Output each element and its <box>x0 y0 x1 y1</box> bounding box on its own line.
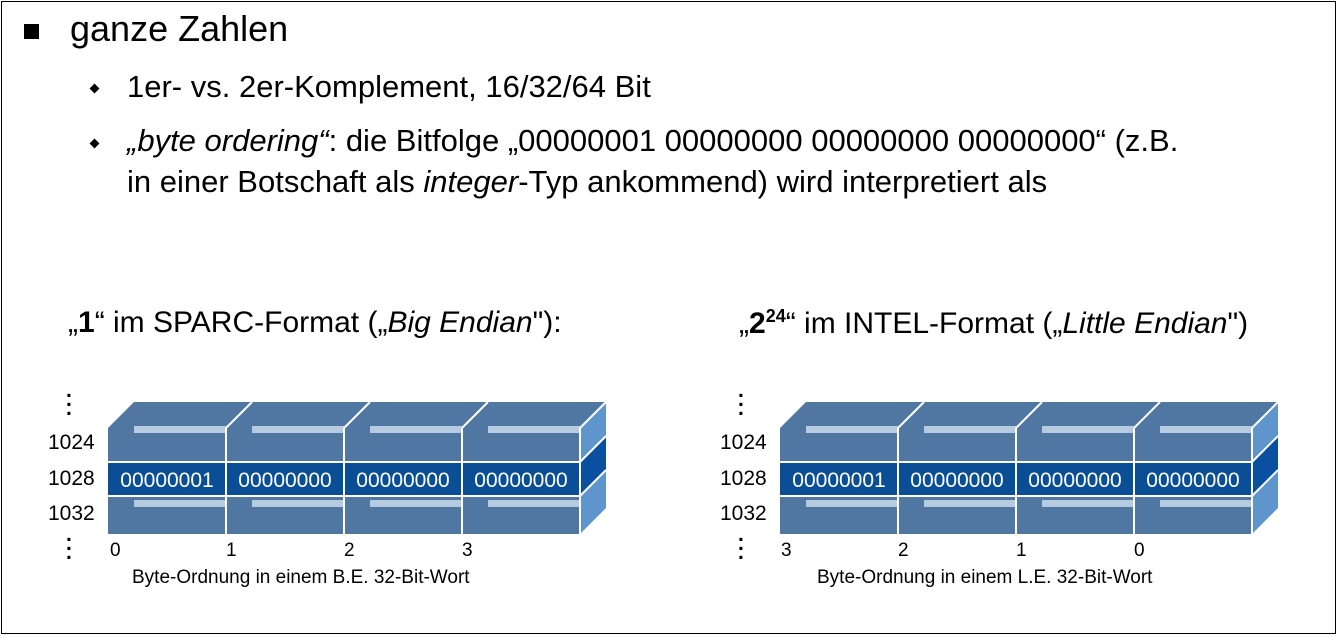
big-endian-top-divider <box>225 401 253 429</box>
caption-format: Big Endian <box>387 306 533 339</box>
big-endian-cell-value: 00000000 <box>356 469 449 492</box>
bitfolge-text: : die Bitfolge „00000001 00000000 000000… <box>328 123 1179 158</box>
address-1032: 1032 <box>48 502 95 525</box>
little-endian-stripe-lower <box>1160 500 1252 507</box>
line2-text-a: in einer Botschaft als <box>127 164 424 199</box>
big-endian-stripe-lower <box>370 500 462 507</box>
ellipsis-top: ... <box>738 379 744 420</box>
big-endian-cell-value: 00000001 <box>120 469 213 492</box>
big-endian-stripe-upper <box>134 426 226 433</box>
byte-index: 0 <box>1134 540 1145 561</box>
big-endian-stripe-upper <box>252 426 344 433</box>
little-endian-stripe-upper <box>1042 426 1134 433</box>
little-endian-stripe-lower <box>1042 500 1134 507</box>
little-endian-top-divider <box>1133 401 1161 429</box>
byte-index: 3 <box>462 540 473 561</box>
little-endian-stripe-upper <box>1160 426 1252 433</box>
caption-quote: „ <box>68 306 78 339</box>
ellipsis-bottom: ... <box>738 523 744 564</box>
byte-index: 2 <box>344 540 355 561</box>
big-endian-stripe-lower <box>134 500 226 507</box>
big-endian-cell-value: 00000000 <box>238 469 331 492</box>
byte-ordering-term: „byte ordering“ <box>127 123 329 158</box>
big-endian-stripe-lower <box>488 500 580 507</box>
heading: ganze Zahlen <box>70 8 289 49</box>
line2-text-b: -Typ ankommend) wird interpretiert als <box>518 164 1048 199</box>
big-endian-side-word <box>580 436 606 496</box>
byte-index: 3 <box>781 540 792 561</box>
big-endian-edge-top <box>579 401 607 429</box>
integer-term: integer <box>423 164 519 199</box>
bullet-byte-ordering-line2: in einer Botschaft als integer-Typ ankom… <box>127 164 1047 200</box>
little-endian-stripe-upper <box>924 426 1016 433</box>
address-1028: 1028 <box>48 467 95 490</box>
little-endian-side-upper <box>1252 402 1278 462</box>
caption-close: "): <box>532 306 562 339</box>
byte-index: 1 <box>226 540 237 561</box>
caption-base: 2 <box>749 307 766 340</box>
big-endian-top-divider <box>343 401 371 429</box>
big-endian-side-upper <box>580 402 606 462</box>
bullet-square-icon <box>24 24 39 39</box>
caption-quote: „ <box>739 307 749 340</box>
little-endian-side-lower <box>1252 470 1278 534</box>
big-endian-top-divider <box>461 401 489 429</box>
big-endian-stripe-upper <box>488 426 580 433</box>
address-1032: 1032 <box>720 502 767 525</box>
address-1024: 1024 <box>720 431 767 454</box>
big-endian-stripe-upper <box>370 426 462 433</box>
little-endian-cell-value: 00000001 <box>792 469 885 492</box>
caption-text: “ im INTEL-Format („ <box>785 307 1063 340</box>
big-endian-side-lower <box>580 470 606 534</box>
little-endian-stripe-upper <box>806 426 898 433</box>
caption-big-endian: „1“ im SPARC-Format („Big Endian"): <box>68 306 562 340</box>
caption-exponent: 24 <box>765 306 786 326</box>
byte-index: 2 <box>898 540 909 561</box>
caption-close: ") <box>1227 307 1249 340</box>
little-endian-side-word <box>1252 436 1278 496</box>
address-1024: 1024 <box>48 431 95 454</box>
caption-value: 1 <box>78 306 95 339</box>
little-endian-stripe-lower <box>806 500 898 507</box>
big-endian-stripe-lower <box>252 500 344 507</box>
footer-big-endian: Byte-Ordnung in einem B.E. 32-Bit-Wort <box>132 567 470 588</box>
little-endian-cell-value: 00000000 <box>910 469 1003 492</box>
caption-little-endian: „224“ im INTEL-Format („Little Endian") <box>739 306 1248 341</box>
byte-index: 0 <box>110 540 121 561</box>
little-endian-side-divider <box>1251 469 1279 497</box>
footer-little-endian: Byte-Ordnung in einem L.E. 32-Bit-Wort <box>817 567 1153 588</box>
little-endian-top-divider <box>897 401 925 429</box>
big-endian-side-divider <box>579 435 607 463</box>
caption-value: 224 <box>749 306 786 340</box>
bullet-complement: 1er- vs. 2er-Komplement, 16/32/64 Bit <box>127 69 651 104</box>
address-1028: 1028 <box>720 467 767 490</box>
big-endian-side-divider <box>579 469 607 497</box>
little-endian-edge-top <box>1251 401 1279 429</box>
little-endian-cell-value: 00000000 <box>1028 469 1121 492</box>
little-endian-top-divider <box>1015 401 1043 429</box>
ellipsis-bottom: ... <box>66 523 72 564</box>
caption-format: Little Endian <box>1062 307 1228 340</box>
big-endian-cell-value: 00000000 <box>474 469 567 492</box>
bullet-byte-ordering-line1: „byte ordering“: die Bitfolge „00000001 … <box>127 123 1178 159</box>
little-endian-stripe-lower <box>924 500 1016 507</box>
ellipsis-top: ... <box>66 379 72 420</box>
little-endian-side-divider <box>1251 435 1279 463</box>
byte-index: 1 <box>1016 540 1027 561</box>
caption-text: “ im SPARC-Format („ <box>94 306 388 339</box>
little-endian-cell-value: 00000000 <box>1146 469 1239 492</box>
